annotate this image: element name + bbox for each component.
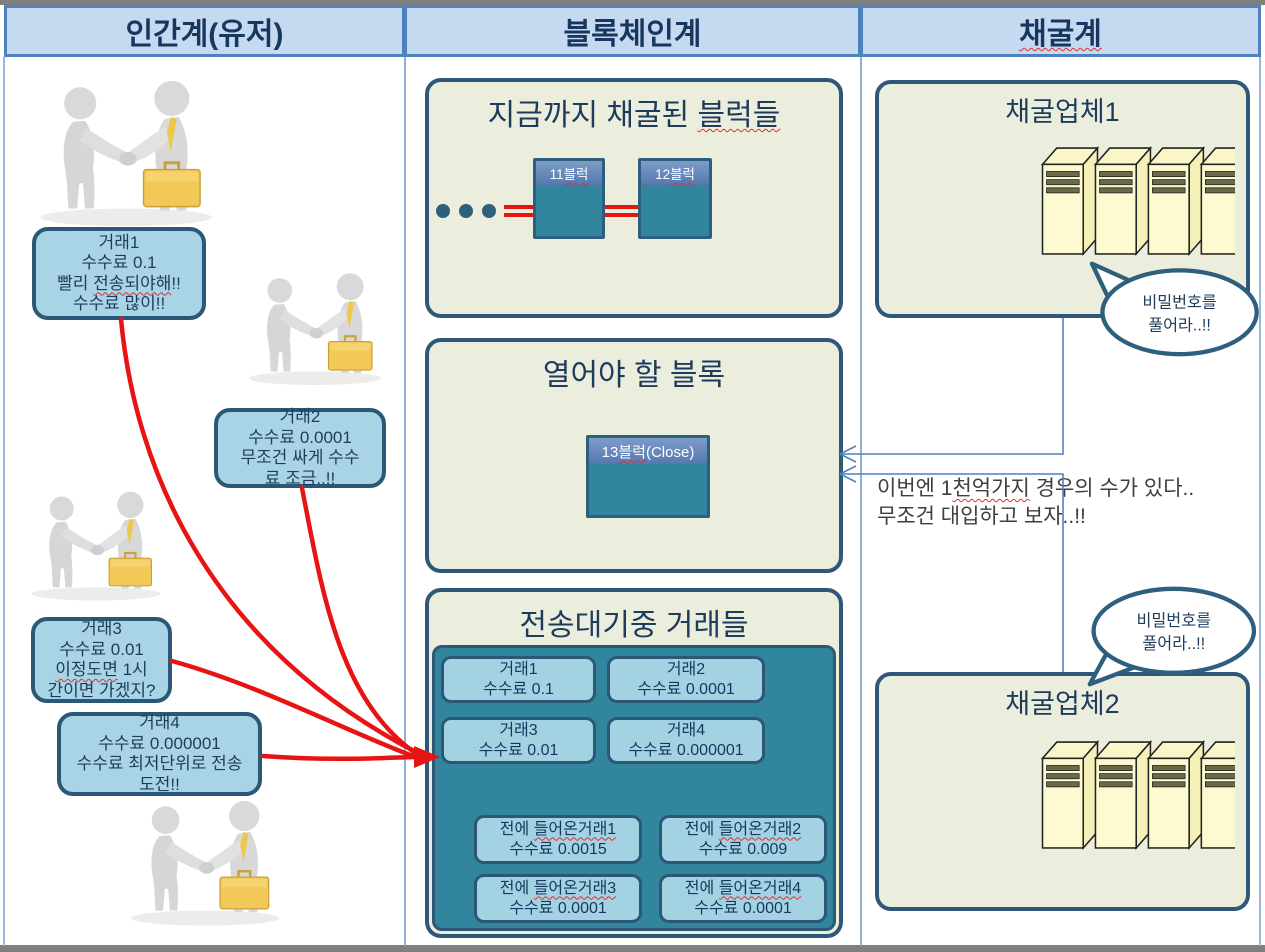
old-tx2-card: 전에 들어온거래2 수수료 0.009	[659, 815, 827, 864]
pending-tx-panel: 전송대기중 거래들 거래1 수수료 0.1 거래2 수수료 0.0001 거래3…	[425, 588, 843, 938]
miner1-bubble-line1: 비밀번호를	[1142, 294, 1217, 312]
block-12-label: 12블럭	[641, 161, 709, 185]
tx2-line4: 료 조금..!!	[264, 468, 336, 488]
pending-tx4-name: 거래4	[666, 721, 706, 739]
server-rack-row-1-icon	[905, 144, 1235, 256]
header-human-world-label: 인간계(유저)	[125, 18, 284, 51]
handshake-figure-2-icon	[240, 250, 390, 406]
header-mining-world-label: 채굴계	[1019, 18, 1102, 51]
old-tx3-name: 전에 들어온거래3	[499, 879, 617, 897]
mining-note-line1: 이번엔 1천억가지 경우의 수가 있다..	[877, 477, 1195, 500]
pending-tx1-fee: 수수료 0.1	[483, 680, 554, 698]
tx3-bubble: 거래3 수수료 0.01 이정도면 1시 간이면 가겠지?	[31, 617, 172, 703]
mining-company2-panel: 채굴업체2	[875, 672, 1250, 911]
mined-blocks-title: 지금까지 채굴된 블럭들	[487, 99, 781, 132]
mining-note: 이번엔 1천억가지 경우의 수가 있다.. 무조건 대입하고 보자..!!	[877, 475, 1259, 531]
miner1-speech-bubble: 비밀번호를 풀어라..!!	[1089, 261, 1259, 357]
old-tx3-card: 전에 들어온거래3 수수료 0.0001	[474, 874, 642, 923]
open-block-title: 열어야 할 블록	[542, 359, 726, 392]
old-tx2-fee: 수수료 0.009	[698, 840, 788, 858]
pending-tx-title: 전송대기중 거래들	[519, 609, 749, 642]
tx1-line2: 수수료 0.1	[81, 253, 157, 272]
tx4-bubble: 거래4 수수료 0.000001 수수료 최저단위로 전송 도전!!	[57, 712, 262, 796]
pending-tx-body: 거래1 수수료 0.1 거래2 수수료 0.0001 거래3 수수료 0.01 …	[432, 645, 836, 931]
handshake-figure-3-icon	[23, 476, 169, 614]
tx1-line1: 거래1	[98, 232, 140, 252]
mining-note-line2: 무조건 대입하고 보자..!!	[877, 505, 1086, 528]
block-12: 12블럭	[638, 158, 712, 239]
miner2-bubble-line1: 비밀번호를	[1136, 612, 1211, 630]
header-human-world: 인간계(유저)	[4, 5, 405, 57]
pending-tx1-card: 거래1 수수료 0.1	[441, 656, 596, 703]
left-frame-line	[3, 57, 5, 946]
miner1-bubble-line2: 풀어라..!!	[1148, 316, 1211, 334]
miner2-speech-bubble: 비밀번호를 풀어라..!!	[1087, 586, 1257, 687]
tx3-line2: 수수료 0.01	[59, 639, 144, 659]
bottom-gray-strip	[0, 945, 1265, 952]
mined-blocks-panel: 지금까지 채굴된 블럭들 11블럭 12블럭	[425, 78, 843, 318]
miner2-bubble-line2: 풀어라..!!	[1142, 635, 1205, 653]
pending-tx3-name: 거래3	[499, 721, 538, 739]
header-mining-world: 채굴계	[860, 5, 1261, 57]
tx2-bubble: 거래2 수수료 0.0001 무조건 싸게 수수 료 조금..!!	[214, 407, 386, 488]
server-rack-row-2-icon	[905, 738, 1235, 850]
old-tx3-fee: 수수료 0.0001	[509, 899, 607, 917]
tx3-line3: 이정도면 1시	[55, 660, 148, 679]
pending-tx2-card: 거래2 수수료 0.0001	[607, 656, 765, 703]
block-11: 11블럭	[533, 158, 605, 239]
tx3-line4: 간이면 가겠지?	[47, 680, 156, 700]
tx1-line3: 빨리 전송되야해!!	[57, 273, 181, 293]
block-11-label: 11블럭	[536, 161, 602, 185]
tx1-line4: 수수료 많이!!	[72, 294, 166, 313]
old-tx1-card: 전에 들어온거래1 수수료 0.0015	[474, 815, 642, 864]
old-tx4-name: 전에 들어온거래4	[684, 879, 802, 897]
header-blockchain-world-label: 블록체인계	[563, 18, 702, 51]
pending-tx4-card: 거래4 수수료 0.000001	[607, 717, 765, 764]
old-tx1-name: 전에 들어온거래1	[499, 820, 617, 838]
top-gray-strip	[0, 0, 1265, 5]
pending-tx1-name: 거래1	[499, 660, 538, 678]
miner2-bubble-body	[1091, 586, 1257, 675]
tx4-line3: 수수료 최저단위로 전송	[76, 754, 243, 773]
handshake-figure-4-icon	[110, 795, 300, 929]
handshake-figure-1-icon	[28, 74, 224, 230]
pending-tx4-fee: 수수료 0.000001	[628, 741, 744, 759]
tx1-bubble: 거래1 수수료 0.1 빨리 전송되야해!! 수수료 많이!!	[32, 227, 206, 320]
block-13-label: 13블럭(Close)	[589, 438, 707, 464]
pending-tx2-name: 거래2	[666, 660, 706, 678]
old-tx1-fee: 수수료 0.0015	[509, 840, 607, 858]
mining-company2-title: 채굴업체2	[1005, 689, 1120, 719]
old-tx4-fee: 수수료 0.0001	[694, 899, 792, 917]
old-tx2-name: 전에 들어온거래2	[684, 820, 802, 838]
tx3-line1: 거래3	[81, 619, 122, 638]
pending-tx2-fee: 수수료 0.0001	[637, 680, 735, 698]
block-13: 13블럭(Close)	[586, 435, 710, 518]
mining-company1-title: 채굴업체1	[1005, 97, 1120, 127]
right-frame-line	[1259, 57, 1261, 946]
header-blockchain-world: 블록체인계	[404, 5, 861, 57]
open-block-panel: 열어야 할 블록 13블럭(Close)	[425, 338, 843, 573]
column-divider-1	[404, 57, 406, 946]
tx4-line2: 수수료 0.000001	[98, 733, 221, 753]
tx2-line3: 무조건 싸게 수수	[240, 448, 360, 467]
tx4-line1: 거래4	[139, 713, 180, 732]
old-tx4-card: 전에 들어온거래4 수수료 0.0001	[659, 874, 827, 923]
pending-tx3-fee: 수수료 0.01	[478, 741, 559, 759]
pending-tx3-card: 거래3 수수료 0.01	[441, 717, 596, 764]
tx2-line1: 거래2	[279, 407, 321, 426]
miner1-bubble-body	[1100, 268, 1259, 357]
tx2-line2: 수수료 0.0001	[248, 427, 352, 447]
column-divider-2	[860, 57, 862, 946]
tx4-line4: 도전!!	[139, 774, 180, 794]
